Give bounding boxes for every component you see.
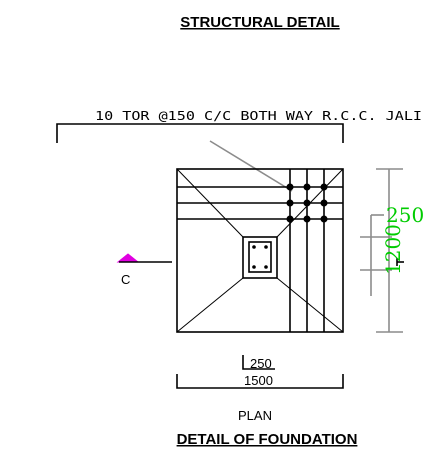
rebar-node [303, 199, 311, 207]
column-bar [264, 265, 268, 269]
reinforcement-callout: 10 TOR @150 C/C BOTH WAY R.C.C. JALI [95, 109, 422, 123]
plan-label: PLAN [238, 408, 272, 423]
callout-leader [209, 140, 293, 192]
footing-hip-br [276, 277, 344, 333]
column-outline [248, 241, 272, 273]
dim-footing-width: 1500 [244, 373, 273, 388]
dim-side-total: 1200 [381, 224, 405, 275]
section-marker-icon [116, 253, 140, 263]
rebar-node [320, 199, 328, 207]
dim-column-width: 250 [250, 356, 272, 371]
dim-footing-bracket [176, 374, 344, 389]
dim-side-small: 250 [386, 203, 424, 227]
column-bar [252, 245, 256, 249]
rebar-node [320, 215, 328, 223]
rebar-node [286, 215, 294, 223]
footing-outline [176, 168, 344, 333]
drawing-caption: DETAIL OF FOUNDATION [177, 431, 358, 448]
section-marker-label: C [121, 272, 130, 287]
rebar-node [286, 183, 294, 191]
callout-bracket [56, 123, 344, 143]
column-bar [264, 245, 268, 249]
page-title: STRUCTURAL DETAIL [180, 14, 339, 31]
dim-column-bracket [242, 355, 275, 370]
footing-hip-bl [176, 277, 244, 333]
rebar-node [286, 199, 294, 207]
rebar-node [320, 183, 328, 191]
rebar-node [303, 215, 311, 223]
rebar-node [303, 183, 311, 191]
column-bar [252, 265, 256, 269]
pedestal-outline [242, 236, 278, 279]
